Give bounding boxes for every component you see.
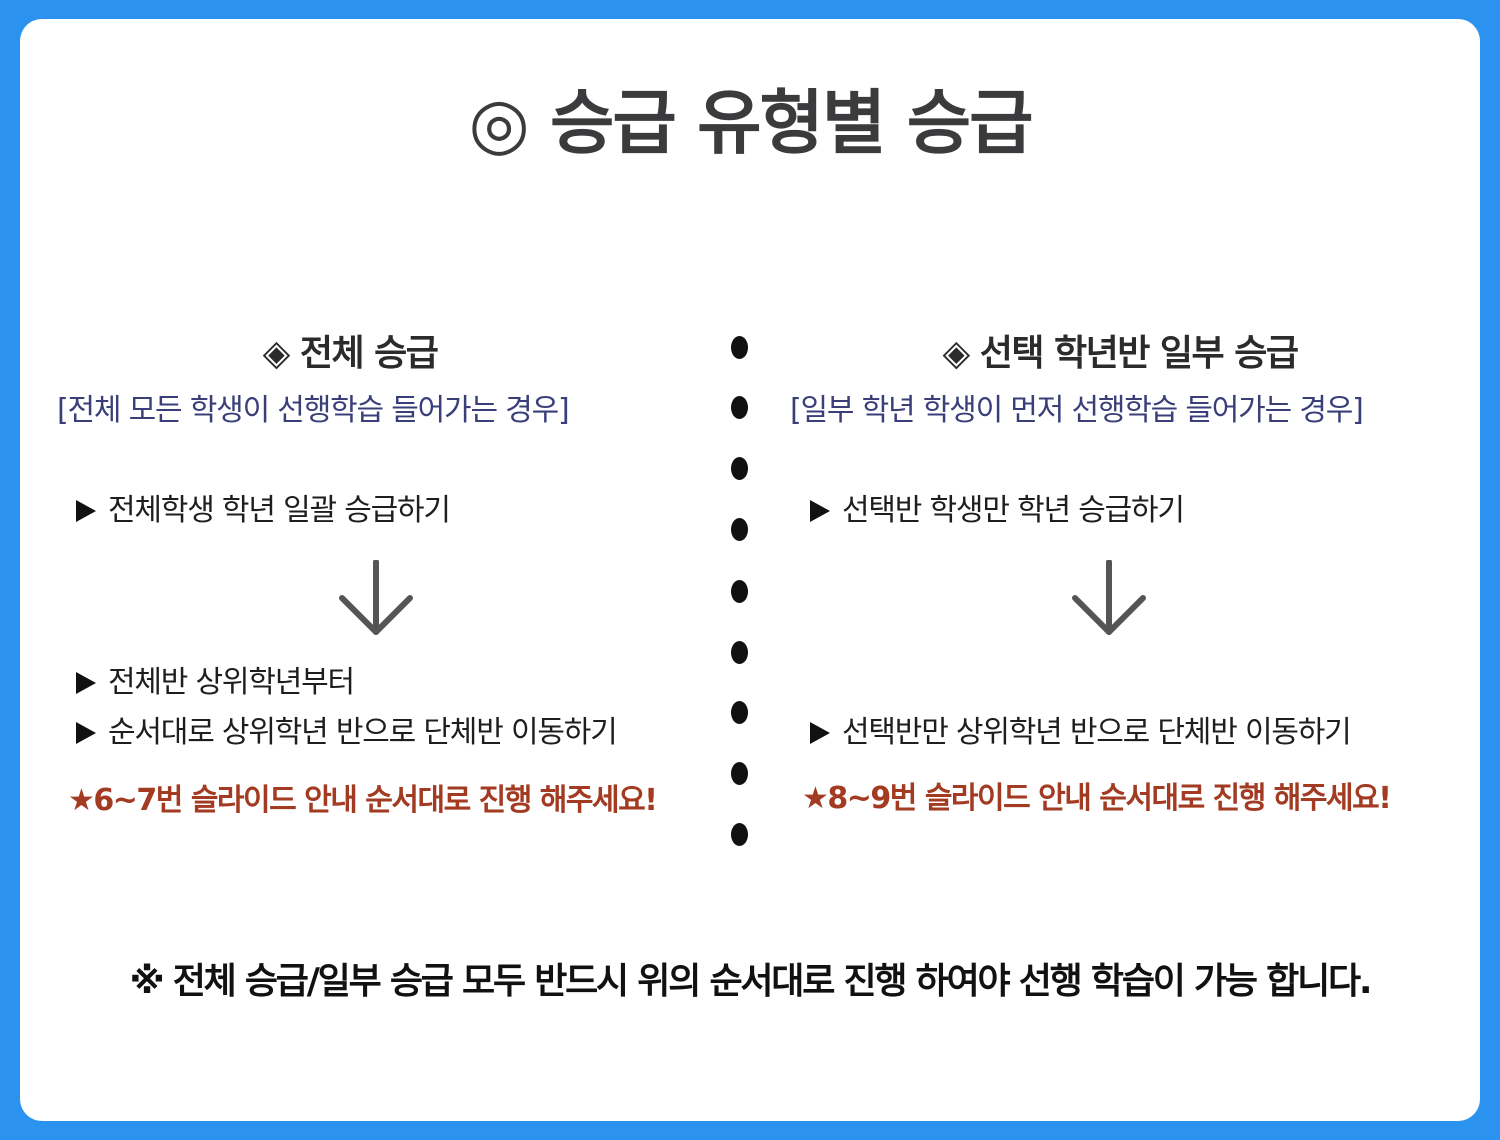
partial-promotion-step2: 선택반만 상위학년 반으로 단체반 이동하기 bbox=[810, 715, 1352, 750]
partial-promotion-note: ★8~9번 슬라이드 안내 순서대로 진행 해주세요! bbox=[802, 781, 1392, 816]
divider-dot bbox=[731, 396, 748, 419]
full-promotion-step1: 전체학생 학년 일괄 승급하기 bbox=[76, 493, 451, 528]
divider-dot bbox=[731, 518, 748, 541]
footer-notice: ※ 전체 승급/일부 승급 모두 반드시 위의 순서대로 진행 하여야 선행 학… bbox=[129, 961, 1373, 1002]
full-promotion-step2-line2-text: 순서대로 상위학년 반으로 단체반 이동하기 bbox=[108, 715, 618, 750]
partial-promotion-step2-text: 선택반만 상위학년 반으로 단체반 이동하기 bbox=[842, 715, 1352, 750]
arrow-down-icon bbox=[339, 560, 413, 635]
content-card bbox=[20, 19, 1480, 1121]
divider-dot bbox=[731, 580, 748, 603]
arrow-down-icon bbox=[1072, 560, 1146, 635]
full-promotion-heading: ◈ 전체 승급 bbox=[262, 333, 439, 374]
divider-dot bbox=[731, 762, 748, 785]
full-promotion-step2-line2: 순서대로 상위학년 반으로 단체반 이동하기 bbox=[76, 715, 618, 750]
full-promotion-step1-text: 전체학생 학년 일괄 승급하기 bbox=[108, 493, 451, 528]
page-title: ◎ 승급 유형별 승급 bbox=[468, 82, 1034, 164]
full-promotion-note: ★6~7번 슬라이드 안내 순서대로 진행 해주세요! bbox=[68, 783, 658, 818]
full-promotion-step2-line1-text: 전체반 상위학년부터 bbox=[108, 665, 355, 700]
full-promotion-step2-line1: 전체반 상위학년부터 bbox=[76, 665, 355, 700]
partial-promotion-step1: 선택반 학생만 학년 승급하기 bbox=[810, 493, 1185, 528]
right-triangle-icon bbox=[810, 500, 830, 522]
right-triangle-icon bbox=[76, 672, 96, 694]
right-triangle-icon bbox=[76, 722, 96, 744]
divider-dot bbox=[731, 336, 748, 359]
right-triangle-icon bbox=[810, 722, 830, 744]
partial-promotion-step1-text: 선택반 학생만 학년 승급하기 bbox=[842, 493, 1185, 528]
divider-dot bbox=[731, 641, 748, 664]
right-triangle-icon bbox=[76, 500, 96, 522]
divider-dot bbox=[731, 701, 748, 724]
divider-dot bbox=[731, 457, 748, 480]
dotted-divider bbox=[731, 336, 749, 856]
partial-promotion-subtitle: [일부 학년 학생이 먼저 선행학습 들어가는 경우] bbox=[790, 393, 1364, 428]
partial-promotion-heading: ◈ 선택 학년반 일부 승급 bbox=[942, 333, 1299, 374]
divider-dot bbox=[731, 823, 748, 846]
full-promotion-subtitle: [전체 모든 학생이 선행학습 들어가는 경우] bbox=[57, 393, 570, 428]
